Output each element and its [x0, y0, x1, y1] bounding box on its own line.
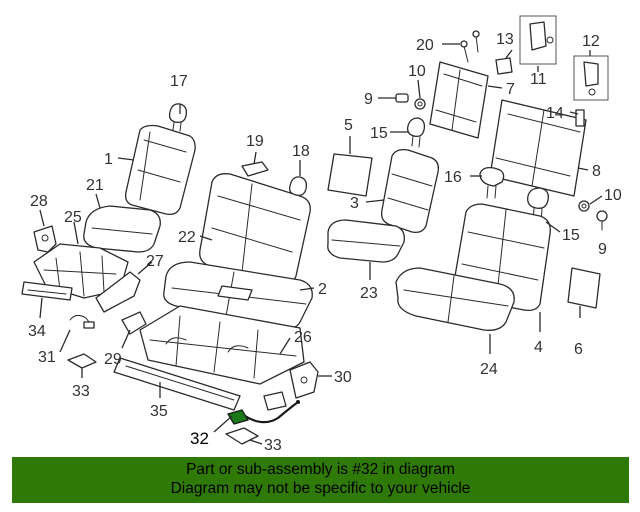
- callout-labels: 1 17 21 28 25 27 34 31 33 29 22 19 18 2 …: [28, 31, 622, 454]
- label-32: 32: [190, 429, 209, 448]
- bracket-13: [495, 57, 513, 75]
- bench-cushion: [163, 261, 313, 330]
- leader-lines: [39, 43, 603, 445]
- seat-cushion-24: [395, 267, 515, 331]
- panel-6: [567, 267, 601, 309]
- headrest-18: [288, 176, 308, 197]
- label-11: 11: [530, 71, 547, 88]
- label-35: 35: [150, 403, 168, 420]
- label-10-lower: 10: [604, 187, 622, 204]
- seat-back-3: [380, 148, 440, 234]
- panel-5: [327, 153, 373, 197]
- armrest-19: [241, 161, 269, 177]
- label-24: 24: [480, 361, 498, 378]
- label-10-upper: 10: [408, 63, 426, 80]
- label-30: 30: [334, 369, 352, 386]
- label-7: 7: [506, 81, 515, 98]
- label-5: 5: [344, 117, 353, 134]
- washer-10-lower: [578, 200, 590, 212]
- label-25: 25: [64, 209, 82, 226]
- label-18: 18: [292, 143, 310, 160]
- seat-frame-8: [489, 99, 587, 197]
- label-33-left: 33: [72, 383, 90, 400]
- label-9-upper: 9: [364, 91, 373, 108]
- bracket-29: [121, 311, 147, 335]
- label-23: 23: [360, 285, 378, 302]
- label-8: 8: [592, 163, 601, 180]
- seat-cushion-23: [327, 219, 405, 263]
- label-33-bottom: 33: [264, 437, 282, 454]
- label-2: 2: [318, 281, 327, 298]
- seat-frame-7: [429, 61, 489, 139]
- label-16: 16: [444, 169, 462, 186]
- label-13: 13: [496, 31, 514, 48]
- label-1: 1: [104, 151, 113, 168]
- bolt-20: [460, 30, 480, 63]
- label-14: 14: [546, 105, 564, 122]
- part-32-harness: [227, 400, 300, 425]
- bracket-14: [575, 109, 585, 127]
- latch-box-11: [519, 15, 557, 65]
- label-31: 31: [38, 349, 56, 366]
- label-20: 20: [416, 37, 434, 54]
- banner-line-1: Part or sub-assembly is #32 in diagram: [186, 461, 455, 478]
- label-12: 12: [582, 33, 600, 50]
- seat-cushion-21: [83, 205, 161, 253]
- bracket-28: [33, 225, 57, 253]
- label-4: 4: [534, 339, 543, 356]
- info-banner: Part or sub-assembly is #32 in diagram D…: [12, 457, 629, 503]
- label-19: 19: [246, 133, 264, 150]
- latch-box-12: [573, 55, 609, 101]
- bolt-9-lower: [596, 210, 608, 231]
- headrest-16: [479, 166, 505, 199]
- washer-10-upper: [414, 98, 426, 110]
- label-34: 34: [28, 323, 46, 340]
- trim-34: [21, 281, 73, 301]
- bracket-30: [289, 361, 319, 399]
- label-6: 6: [574, 341, 583, 358]
- seat-back-22: [199, 173, 311, 285]
- label-28: 28: [30, 193, 48, 210]
- headrest-15-upper: [406, 117, 426, 148]
- label-26: 26: [294, 329, 312, 346]
- label-9-lower: 9: [598, 241, 607, 258]
- label-3: 3: [350, 195, 359, 212]
- bolt-9-upper: [395, 93, 409, 103]
- trim-35: [113, 357, 241, 411]
- label-29: 29: [104, 351, 122, 368]
- bracket-27: [95, 271, 141, 313]
- seat-back-left: [124, 124, 196, 216]
- clip-33-left: [67, 353, 97, 369]
- label-15-upper: 15: [370, 125, 388, 142]
- bench-frame-26: [139, 305, 305, 385]
- label-17: 17: [170, 73, 188, 90]
- headrest-17: [168, 103, 188, 132]
- connector-bracket: [263, 391, 287, 411]
- harness-31: [69, 314, 95, 329]
- label-27: 27: [146, 253, 164, 270]
- label-22: 22: [178, 229, 196, 246]
- banner-line-2: Diagram may not be specific to your vehi…: [170, 480, 471, 497]
- label-21: 21: [86, 177, 104, 194]
- label-15-lower: 15: [562, 227, 580, 244]
